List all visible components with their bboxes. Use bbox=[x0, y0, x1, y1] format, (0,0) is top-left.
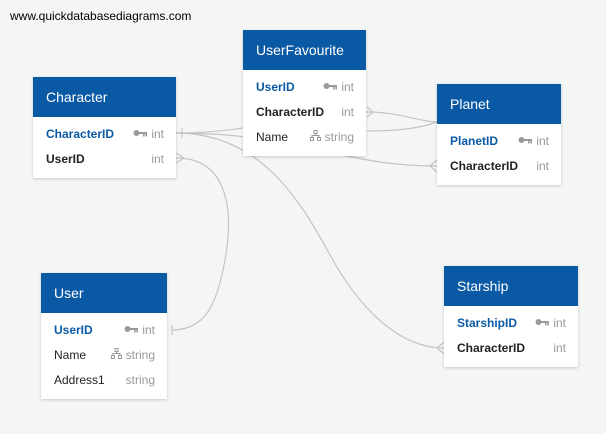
field-row[interactable]: UserID int bbox=[243, 75, 366, 100]
field-row[interactable]: UserID int bbox=[41, 318, 167, 343]
key-icon bbox=[124, 318, 138, 343]
field-type: int bbox=[142, 323, 155, 337]
field-type: int bbox=[341, 105, 354, 119]
table-title: UserFavourite bbox=[243, 30, 366, 70]
key-icon bbox=[535, 311, 549, 336]
table-title: User bbox=[41, 273, 167, 313]
table-userfavourite[interactable]: UserFavourite UserID int CharacterID int… bbox=[243, 30, 366, 156]
field-type: int bbox=[151, 127, 164, 141]
table-title: Planet bbox=[437, 84, 561, 124]
tree-icon bbox=[111, 343, 122, 368]
tree-icon bbox=[310, 125, 321, 150]
crowfoot-starship-characterid bbox=[436, 341, 445, 349]
field-type: int bbox=[553, 341, 566, 355]
field-type: int bbox=[341, 80, 354, 94]
field-type: int bbox=[151, 152, 164, 166]
link-userfavourite-planet bbox=[366, 111, 438, 132]
key-icon bbox=[133, 122, 147, 147]
field-type: string bbox=[324, 130, 354, 144]
field-name: Name bbox=[256, 130, 289, 144]
field-name: PlanetID bbox=[450, 134, 499, 148]
field-row[interactable]: UserID int bbox=[33, 147, 176, 172]
key-icon bbox=[518, 129, 532, 154]
field-name: CharacterID bbox=[46, 127, 115, 141]
table-planet[interactable]: Planet PlanetID int CharacterID int bbox=[437, 84, 561, 185]
table-title: Character bbox=[33, 77, 176, 117]
table-starship[interactable]: Starship StarshipID int CharacterID int bbox=[444, 266, 578, 367]
field-type: string bbox=[125, 373, 155, 387]
field-row[interactable]: CharacterID int bbox=[243, 100, 366, 125]
crowfoot-character-userid bbox=[175, 152, 185, 159]
field-type: int bbox=[536, 134, 549, 148]
field-name: CharacterID bbox=[457, 341, 526, 355]
field-name: UserID bbox=[54, 323, 93, 337]
table-character[interactable]: Character CharacterID int UserID int bbox=[33, 77, 176, 178]
field-row[interactable]: CharacterID int bbox=[33, 122, 176, 147]
field-row[interactable]: Name string bbox=[243, 125, 366, 150]
field-name: CharacterID bbox=[450, 159, 519, 173]
field-name: StarshipID bbox=[457, 316, 518, 330]
crowfoot-userfavourite-characterid bbox=[366, 106, 374, 113]
field-name: CharacterID bbox=[256, 105, 325, 119]
table-user[interactable]: User UserID int Name string Address1 str… bbox=[41, 273, 167, 399]
watermark: www.quickdatabasediagrams.com bbox=[10, 9, 192, 23]
field-name: Address1 bbox=[54, 373, 105, 387]
field-row[interactable]: PlanetID int bbox=[437, 129, 561, 154]
field-type: string bbox=[125, 348, 155, 362]
key-icon bbox=[323, 75, 337, 100]
field-row[interactable]: StarshipID int bbox=[444, 311, 578, 336]
field-row[interactable]: Address1 string bbox=[41, 368, 167, 393]
field-type: int bbox=[553, 316, 566, 330]
field-name: Name bbox=[54, 348, 87, 362]
crowfoot-planet-characterid bbox=[429, 159, 438, 167]
link-character-user bbox=[171, 157, 230, 331]
field-name: UserID bbox=[256, 80, 295, 94]
field-row[interactable]: CharacterID int bbox=[444, 336, 578, 361]
field-type: int bbox=[536, 159, 549, 173]
field-row[interactable]: CharacterID int bbox=[437, 154, 561, 179]
link-character-starship bbox=[175, 132, 445, 349]
field-row[interactable]: Name string bbox=[41, 343, 167, 368]
table-title: Starship bbox=[444, 266, 578, 306]
field-name: UserID bbox=[46, 152, 85, 166]
